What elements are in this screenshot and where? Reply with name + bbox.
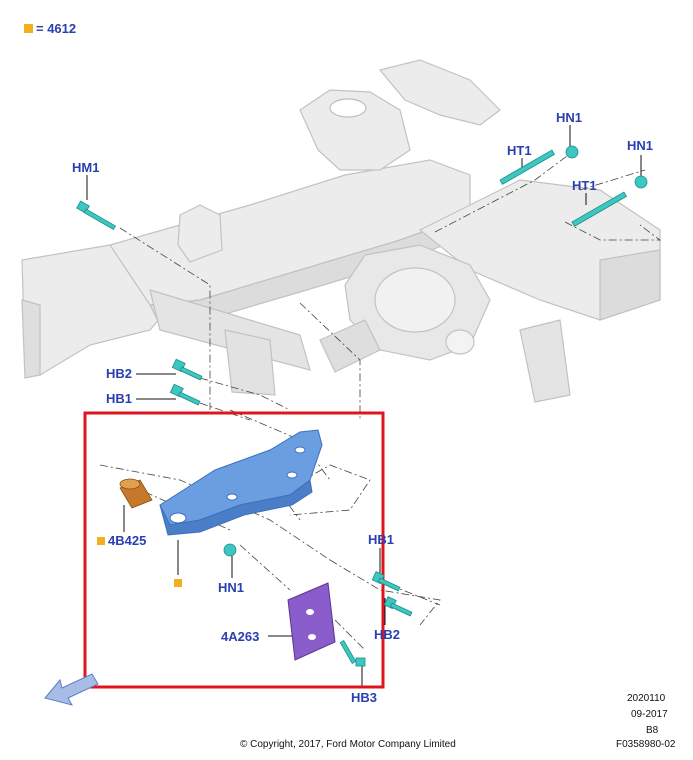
label-hn1-bottom: HN1 (218, 580, 245, 595)
label-4a263: 4A263 (221, 629, 260, 644)
figure-id: F0358980-02 (616, 739, 676, 750)
label-hn1-right: HN1 (627, 138, 654, 153)
legend-marker (24, 24, 33, 33)
leader-lines (86, 125, 642, 688)
torque-marker-icon (97, 537, 105, 545)
label-hm1: HM1 (72, 160, 100, 175)
legend-text: = 4612 (36, 21, 77, 36)
label-ht1-top: HT1 (507, 143, 532, 158)
plate-part (287, 582, 336, 661)
meta-date: 09-2017 (631, 709, 668, 720)
label-hb2-top: HB2 (106, 366, 133, 381)
meta-rev: B8 (646, 725, 659, 736)
copyright: © Copyright, 2017, Ford Motor Company Li… (240, 739, 456, 750)
bushing-part (119, 478, 153, 509)
rear-subframe (21, 59, 661, 403)
legend: = 4612 (24, 21, 76, 36)
label-4b425: 4B425 (97, 534, 146, 547)
label-hb3: HB3 (351, 690, 378, 705)
label-hb1-top: HB1 (106, 391, 133, 406)
label-hn1-top: HN1 (556, 110, 583, 125)
torque-marker-icon (174, 579, 182, 587)
label-hb2-right: HB2 (374, 627, 401, 642)
fasteners (76, 145, 648, 667)
arrow-down-left-icon (44, 673, 99, 706)
label-ht1-right: HT1 (572, 178, 597, 193)
highlight-box (83, 411, 385, 689)
label-hb1-right: HB1 (368, 532, 395, 547)
bracket-part (159, 429, 323, 536)
meta-code: 2020110 (627, 693, 666, 704)
